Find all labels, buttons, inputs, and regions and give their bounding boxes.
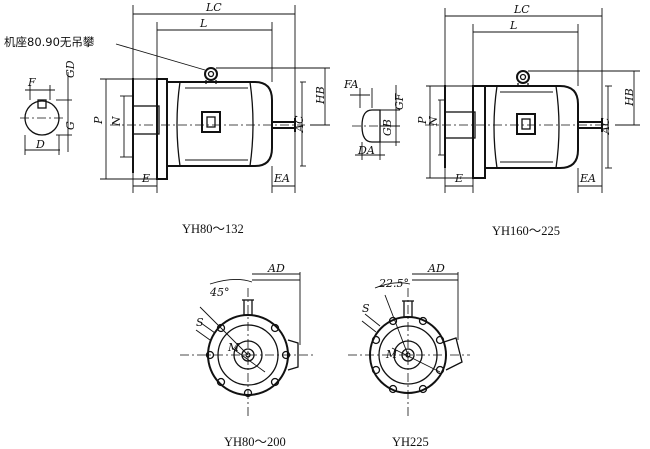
label-DA: DA [357, 144, 375, 157]
motor-body-right [444, 70, 603, 179]
label-P-right: P [416, 116, 429, 125]
note-no-lifting-eye: 机座80.90无吊攀 [4, 35, 95, 49]
label-angle-45: 45° [209, 286, 230, 299]
label-M-right: M [385, 348, 398, 361]
label-HB-left: HB [314, 86, 327, 105]
caption-yh225: YH225 [392, 435, 429, 449]
motor-body-left [132, 67, 296, 180]
label-L-left: L [199, 17, 207, 30]
motor-end-view-yh225: 22.5° AD S M YH225 [348, 262, 470, 449]
label-GD: GD [64, 60, 77, 78]
label-EA-right: EA [579, 172, 596, 185]
caption-yh80-200: YH80～200 [224, 435, 286, 449]
motor-end-view-yh80-200: 45° AD S M YH80～200 [180, 262, 316, 449]
label-F: F [27, 76, 36, 89]
label-LC-right: LC [513, 3, 530, 16]
label-L-right: L [509, 19, 517, 32]
label-P-left: P [92, 116, 105, 125]
motor-side-view-yh80-132: F GD G D [4, 1, 330, 236]
label-GF: GF [393, 93, 406, 110]
label-N-right: N [427, 116, 440, 127]
caption-yh160-225: YH160～225 [492, 224, 560, 238]
label-AC-left: AC [293, 115, 306, 133]
label-FA: FA [343, 78, 359, 91]
shaft-section-right [350, 85, 400, 160]
label-D: D [35, 138, 45, 151]
label-LC-left: LC [205, 1, 222, 14]
label-AD-right: AD [427, 262, 445, 275]
label-GB: GB [381, 119, 394, 136]
label-S-left: S [196, 316, 204, 329]
caption-yh80-132: YH80～132 [182, 222, 244, 236]
label-angle-22-5: 22.5° [378, 277, 409, 290]
label-AC-right: AC [599, 117, 612, 135]
label-E-right: E [454, 172, 463, 185]
label-EA-left: EA [273, 172, 290, 185]
label-HB-right: HB [623, 88, 636, 107]
label-AD-left: AD [267, 262, 285, 275]
label-S-right: S [362, 302, 370, 315]
label-M-left: M [227, 341, 240, 354]
label-G: G [64, 121, 77, 130]
motor-side-view-yh160-225: FA GF GB DA LC [343, 3, 640, 238]
shaft-section-left [20, 72, 72, 155]
label-E-left: E [141, 172, 150, 185]
label-N-left: N [110, 116, 123, 127]
